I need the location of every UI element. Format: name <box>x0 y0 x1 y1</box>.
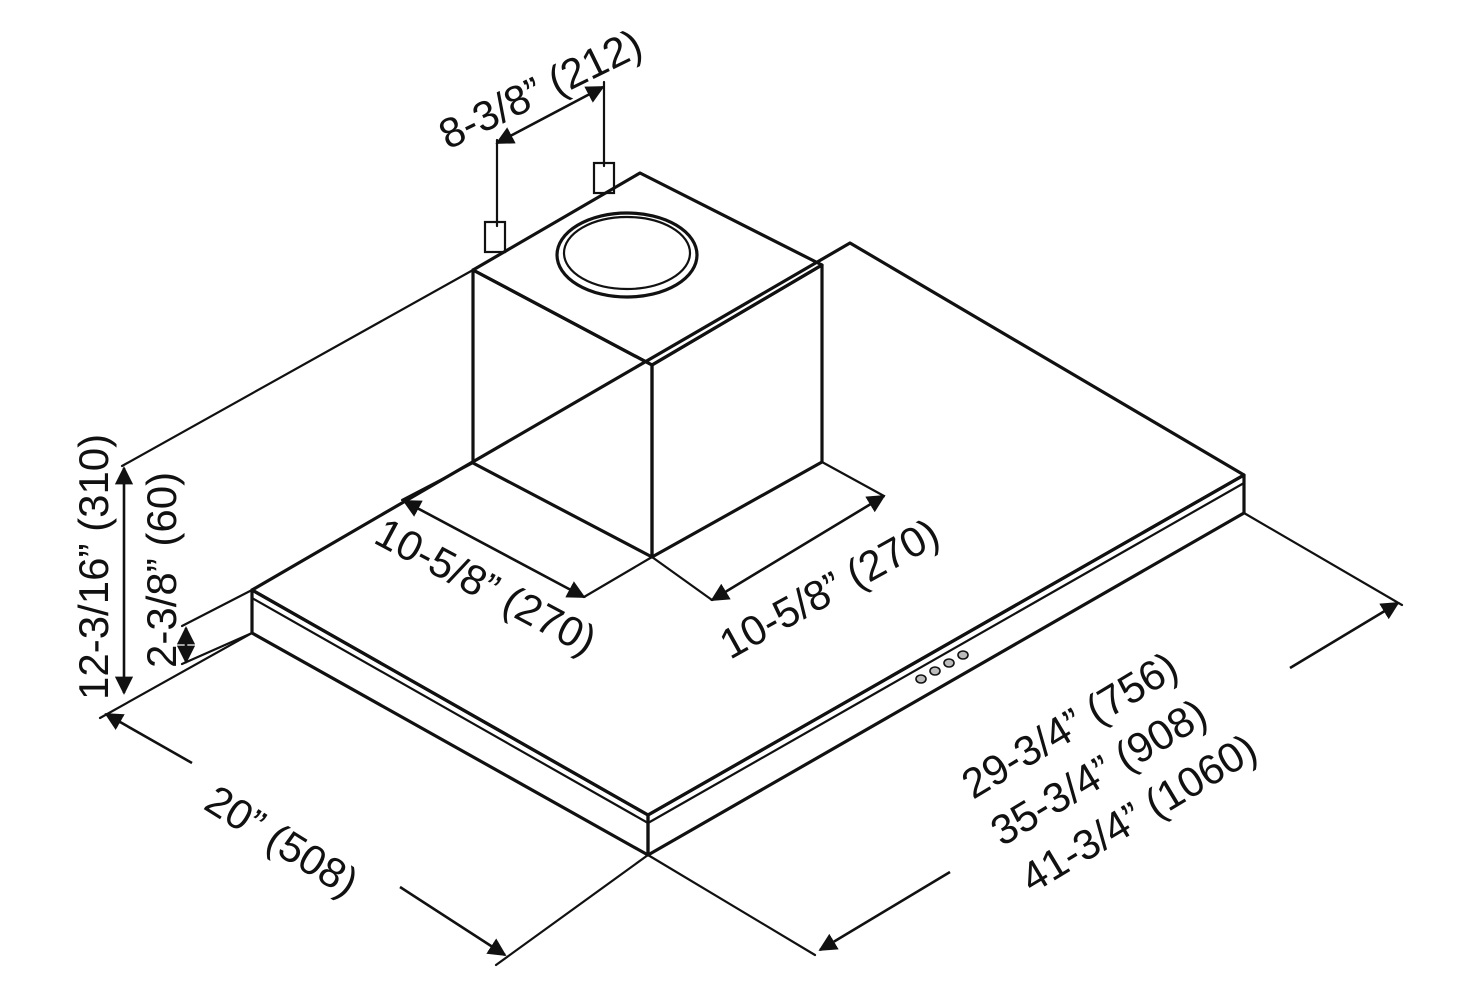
dim-duct-spacing <box>495 80 606 228</box>
chimney-left-face <box>471 268 654 559</box>
dim-depth <box>98 631 650 967</box>
label-chimney-depth: 10-5/8” (270) <box>368 508 604 663</box>
mounting-bracket-left <box>483 220 507 254</box>
chimney-top-face <box>471 171 824 367</box>
canopy-right-inner-edge <box>646 481 1246 825</box>
control-panel <box>915 650 969 684</box>
dim-canopy-height <box>176 588 254 666</box>
dim-width <box>646 511 1404 957</box>
duct-collar <box>555 211 699 299</box>
label-depth: 20” (508) <box>197 776 366 906</box>
canopy-front-inner-edge <box>250 596 650 825</box>
dim-chimney-width <box>650 460 886 602</box>
dim-chimney-depth <box>400 461 654 599</box>
control-button <box>957 650 969 660</box>
duct-collar-inner <box>562 215 692 291</box>
control-button <box>929 666 941 676</box>
control-button <box>915 674 927 684</box>
label-canopy-height: 2-3/8” (60) <box>138 472 185 668</box>
label-duct-spacing: 8-3/8” (212) <box>431 20 649 158</box>
dim-total-height <box>114 268 475 695</box>
label-chimney-width: 10-5/8” (270) <box>712 509 947 668</box>
label-total-height: 12-3/16” (310) <box>70 434 117 700</box>
control-button <box>943 658 955 668</box>
